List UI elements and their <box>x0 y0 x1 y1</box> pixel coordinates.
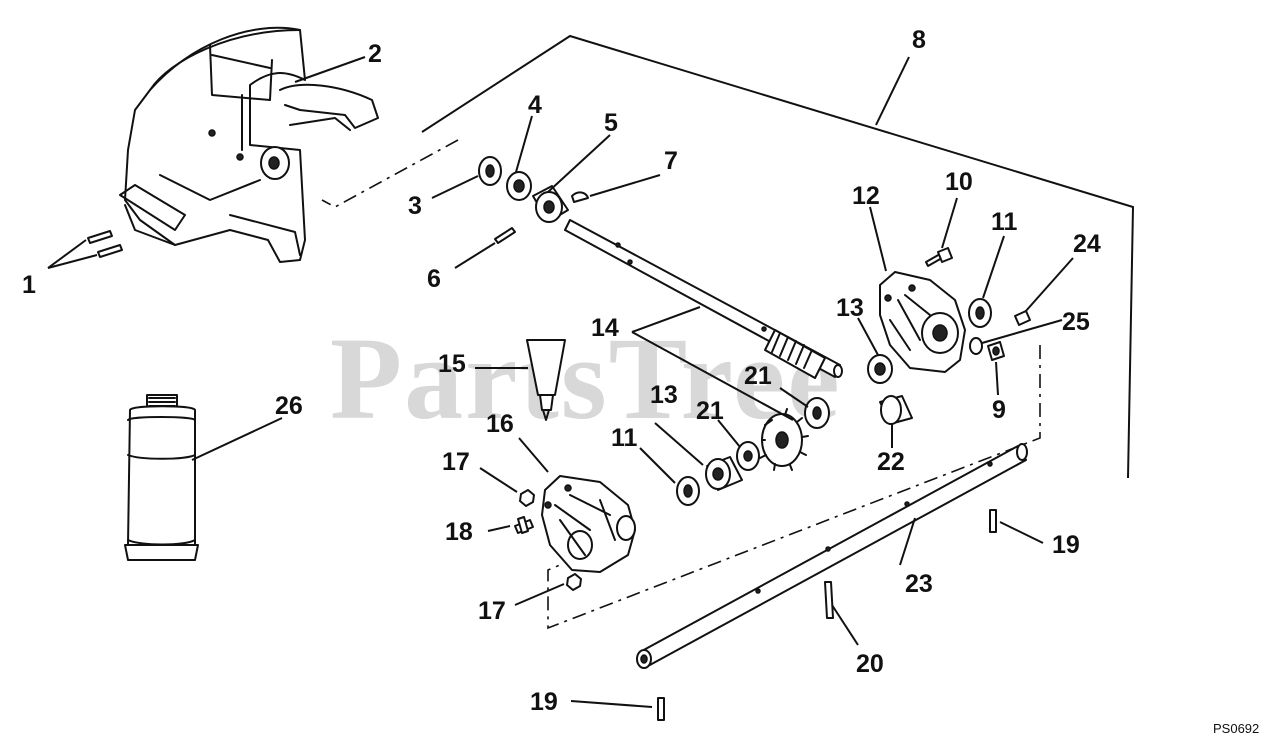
roll-pin-shaft-part <box>824 581 834 619</box>
callout-20: 20 <box>856 650 884 678</box>
gear-case-lower-part <box>541 475 636 573</box>
bushing-lower-part <box>705 456 743 491</box>
callout-6: 6 <box>427 265 441 293</box>
watermark: PartsTree <box>330 313 842 444</box>
dashed-boundary-lower <box>547 345 1041 630</box>
bearing-upper-part <box>968 298 992 328</box>
nut-lower-part <box>566 573 582 591</box>
callout-19-right: 19 <box>1052 531 1080 559</box>
callout-13-lower: 13 <box>650 381 678 409</box>
callout-14: 14 <box>591 314 619 342</box>
gear-case-upper-part <box>879 271 966 373</box>
small-screw-part <box>1014 310 1031 326</box>
key-part <box>571 191 589 203</box>
callout-7: 7 <box>664 147 678 175</box>
callout-2: 2 <box>368 40 382 68</box>
assembly-bracket <box>421 34 1135 479</box>
callout-22: 22 <box>877 448 905 476</box>
chute-housing-part <box>119 26 379 263</box>
callout-5: 5 <box>604 109 618 137</box>
callout-17-upper: 17 <box>442 448 470 476</box>
callout-8: 8 <box>912 26 926 54</box>
callout-9: 9 <box>992 396 1006 424</box>
bottle-part <box>124 394 199 561</box>
pin-upper-part <box>989 509 997 533</box>
callout-21-upper: 21 <box>744 362 772 390</box>
nut-upper-part <box>519 489 535 507</box>
callout-15: 15 <box>438 350 466 378</box>
sleeve-part <box>879 395 913 425</box>
worm-shaft-part <box>564 219 843 379</box>
callout-23: 23 <box>905 570 933 598</box>
callout-26: 26 <box>275 392 303 420</box>
callout-19-bottom: 19 <box>530 688 558 716</box>
callout-16: 16 <box>486 410 514 438</box>
bushing-upper-part <box>867 354 893 384</box>
dashed-boundary-housing <box>321 139 459 208</box>
callout-24: 24 <box>1073 230 1101 258</box>
thrust-washer-lower-part <box>736 441 760 471</box>
callout-4: 4 <box>528 91 542 119</box>
roll-pin-part <box>494 227 516 244</box>
callout-18: 18 <box>445 518 473 546</box>
collar-part <box>532 185 569 223</box>
bolt-part <box>514 516 534 534</box>
diagram-code: PS0692 <box>1213 721 1259 736</box>
grease-tube-part <box>526 339 566 421</box>
washer-part <box>969 337 983 355</box>
callout-21-lower: 21 <box>696 397 724 425</box>
callout-25: 25 <box>1062 308 1090 336</box>
callout-11-lower: 11 <box>611 424 638 452</box>
leader-lines <box>47 56 1074 708</box>
thrust-washer-upper-part <box>804 397 830 429</box>
bearing-lower-part <box>676 476 700 506</box>
callout-11-upper: 11 <box>991 208 1018 236</box>
pins-part <box>87 230 123 258</box>
callout-12: 12 <box>852 182 880 210</box>
pin-lower-part <box>657 697 665 721</box>
callout-1: 1 <box>22 271 36 299</box>
bushing-part <box>506 171 532 201</box>
callout-17-lower: 17 <box>478 597 506 625</box>
impeller-shaft-part <box>636 443 1028 669</box>
callout-3: 3 <box>408 192 422 220</box>
bearing-part <box>478 156 502 186</box>
callout-10: 10 <box>945 168 973 196</box>
worm-gear-part <box>759 408 809 471</box>
screw-part <box>925 247 953 267</box>
fitting-part <box>987 341 1005 361</box>
callout-13-upper: 13 <box>836 294 864 322</box>
